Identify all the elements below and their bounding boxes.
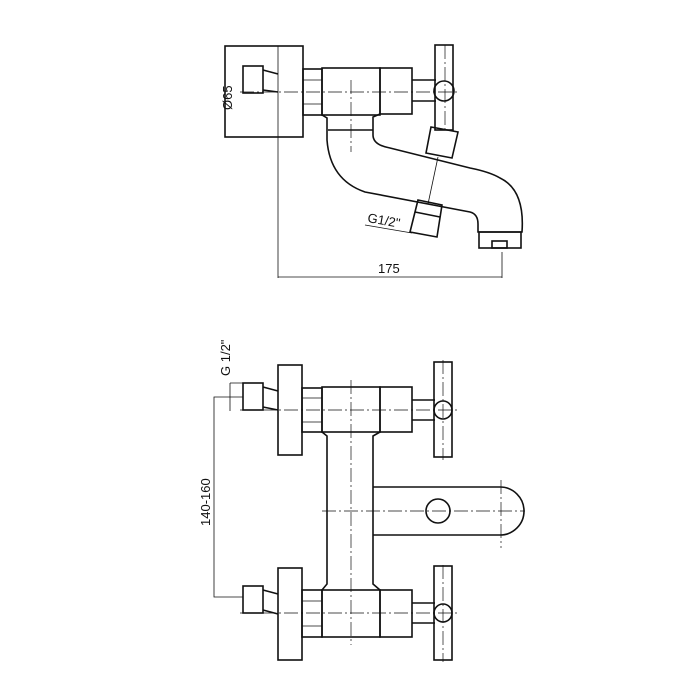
lower-valve [240, 565, 458, 662]
diameter-label: Ø65 [220, 85, 235, 110]
wall-flange [224, 45, 304, 138]
front-thread-label: G 1/2" [218, 339, 233, 376]
front-view: G 1/2" 140-160 [198, 339, 525, 662]
inlet-nut [242, 65, 264, 94]
aerator [478, 231, 522, 249]
outlet-connector [409, 199, 443, 238]
upper-valve [240, 360, 458, 460]
spacing-label: 140-160 [198, 478, 213, 526]
diverter-knob [425, 126, 459, 159]
handle-cap [433, 80, 455, 102]
side-view: 175 Ø65 G1/2" [220, 44, 524, 278]
thread-label: G1/2" [366, 210, 401, 231]
cross-handle [434, 44, 454, 131]
width-label: 175 [378, 261, 400, 276]
mixer-column [321, 431, 381, 591]
cartridge [379, 67, 413, 115]
spout [321, 113, 524, 233]
spacing-dimension-line [213, 396, 243, 598]
